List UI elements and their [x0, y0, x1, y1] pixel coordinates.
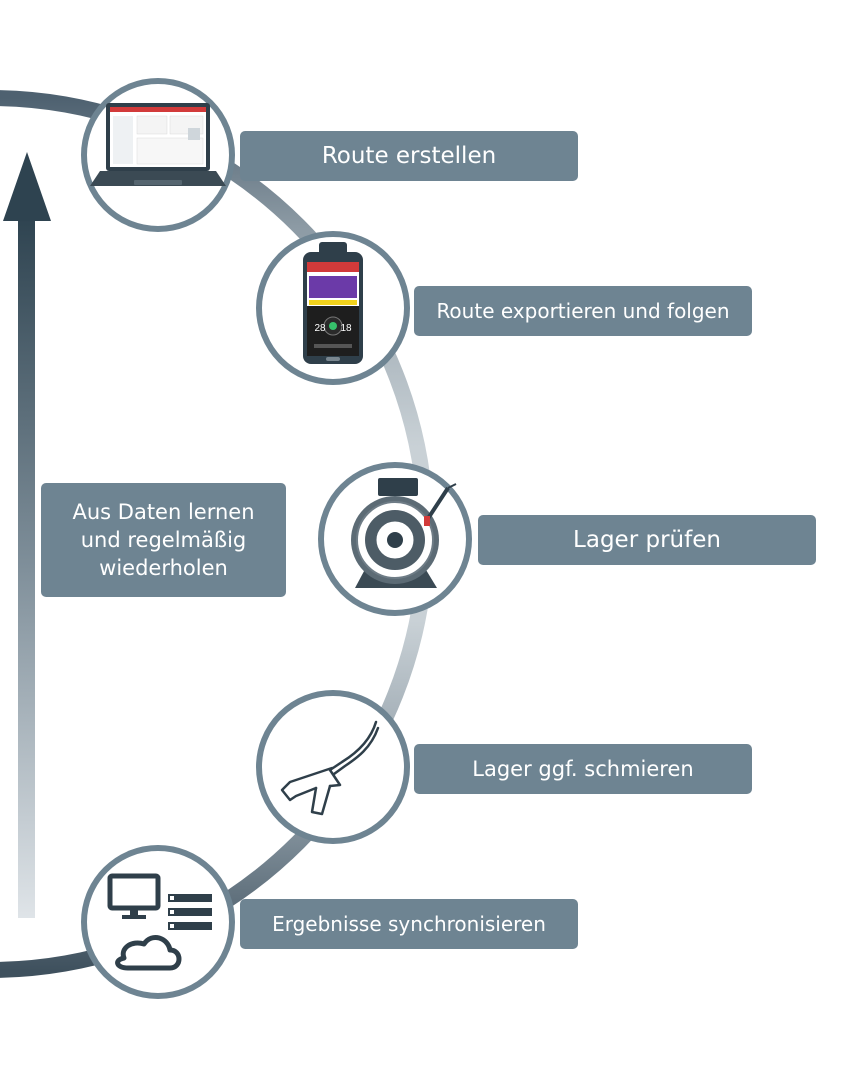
step-4-circle — [256, 690, 410, 844]
step-label-lager-schmieren: Lager ggf. schmieren — [414, 744, 752, 794]
step-2-circle: 28 18 — [256, 231, 410, 385]
grease-gun-icon — [280, 720, 380, 816]
step-label-route-exportieren: Route exportieren und folgen — [414, 286, 752, 336]
step-1-circle — [81, 78, 235, 232]
cloud-sync-icon — [107, 873, 212, 971]
device-left-value: 28 — [314, 323, 326, 334]
learn-line-1: Aus Daten lernen — [72, 500, 255, 524]
electric-motor-icon — [351, 478, 457, 588]
step-5-circle — [81, 845, 235, 999]
learn-line-3: wiederholen — [99, 556, 228, 580]
handheld-device-icon: 28 18 — [303, 242, 363, 364]
learn-line-2: und regelmäßig — [80, 528, 247, 552]
step-3-circle — [318, 462, 472, 616]
up-arrow-icon — [3, 152, 51, 918]
learn-and-repeat-box: Aus Daten lernen und regelmäßig wiederho… — [41, 483, 286, 597]
step-label-lager-pruefen: Lager prüfen — [478, 515, 816, 565]
step-label-route-erstellen: Route erstellen — [240, 131, 578, 181]
step-label-ergebnisse-synchronisieren: Ergebnisse synchronisieren — [240, 899, 578, 949]
device-right-value: 18 — [340, 323, 352, 334]
laptop-icon — [90, 103, 226, 186]
